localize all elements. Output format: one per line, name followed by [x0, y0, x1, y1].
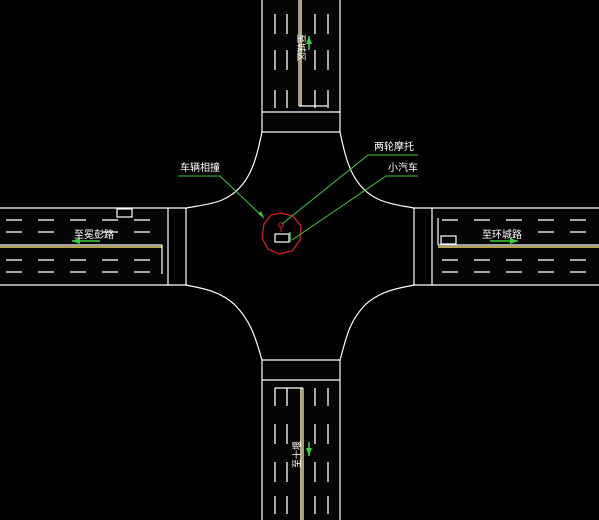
north-road-label: 至城区	[295, 34, 306, 61]
south-road-label: 至十堰	[291, 441, 303, 468]
car-label: 小汽车	[388, 161, 418, 174]
arrow-icon	[72, 238, 100, 244]
leader-lines	[178, 154, 418, 241]
east-road	[413, 207, 599, 286]
west-road	[0, 207, 187, 286]
collision-label: 车辆相撞	[180, 161, 220, 174]
east-road-label: 至环城路	[482, 228, 522, 241]
arrow-icon	[306, 442, 312, 456]
motorcycle-label: 两轮摩托	[374, 140, 414, 153]
arrow-icon	[306, 36, 312, 50]
vehicle-rectangle-icon	[274, 233, 290, 243]
vehicle-rectangle-icon	[440, 235, 457, 245]
intersection-corners	[185, 131, 415, 361]
arrow-icon	[490, 238, 518, 244]
north-road	[261, 0, 341, 133]
west-road-label: 至冕彭路	[74, 228, 114, 241]
direction-arrows	[72, 36, 518, 456]
accident-circle-icon	[261, 212, 302, 255]
vehicle-rectangle-icon	[116, 208, 133, 218]
south-road	[261, 359, 341, 520]
parked-vehicles	[116, 208, 457, 245]
